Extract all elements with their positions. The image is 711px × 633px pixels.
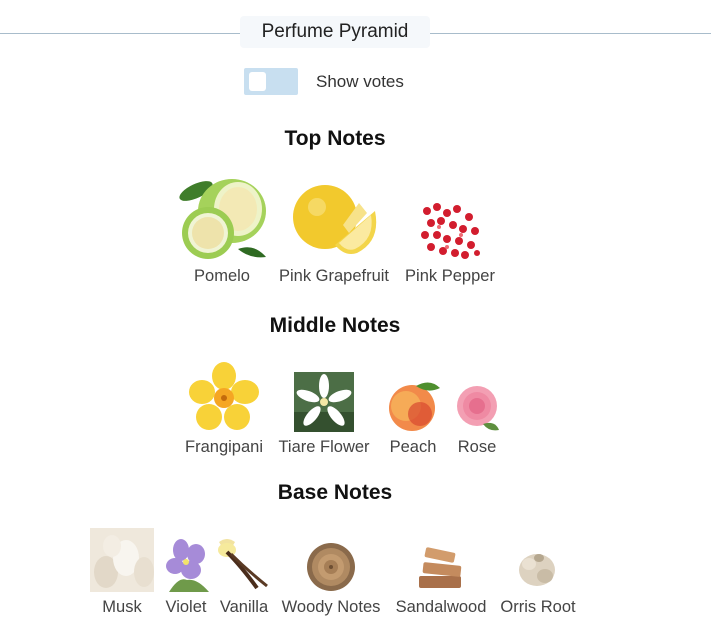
show-votes-label: Show votes	[316, 71, 404, 91]
top-notes-title: Top Notes	[284, 127, 386, 150]
note-label: Sandalwood	[395, 598, 487, 616]
peach-icon	[386, 360, 440, 432]
note-label: Orris Root	[500, 598, 576, 616]
tiare-flower-icon	[294, 360, 354, 432]
note-label: Rose	[457, 438, 497, 456]
note-label: Musk	[102, 598, 142, 616]
pyramid-header: Perfume Pyramid	[0, 0, 711, 60]
note-label: Peach	[389, 438, 437, 456]
show-votes-control[interactable]: Show votes	[244, 68, 404, 95]
note-label: Woody Notes	[281, 598, 381, 616]
middle-notes-row: Frangipani Tiare Flower	[177, 360, 505, 457]
wood-icon	[306, 526, 356, 592]
base-notes-title: Base Notes	[277, 481, 393, 504]
toggle-knob[interactable]	[249, 72, 266, 91]
note-vanilla[interactable]: Vanilla	[217, 526, 271, 617]
middle-notes-title: Middle Notes	[269, 314, 401, 337]
page-title: Perfume Pyramid	[240, 16, 430, 48]
note-pink-grapefruit[interactable]: Pink Grapefruit	[274, 178, 394, 286]
pink-pepper-icon	[417, 178, 483, 261]
note-pomelo[interactable]: Pomelo	[176, 178, 268, 286]
note-tiare-flower[interactable]: Tiare Flower	[274, 360, 374, 457]
note-frangipani[interactable]: Frangipani	[180, 360, 268, 457]
note-sandalwood[interactable]: Sandalwood	[391, 526, 491, 617]
note-label: Pink Grapefruit	[278, 267, 390, 285]
vanilla-icon	[217, 526, 271, 592]
note-label: Tiare Flower	[278, 438, 370, 456]
violet-icon	[161, 526, 211, 592]
note-label: Pink Pepper	[405, 267, 495, 285]
note-rose[interactable]: Rose	[452, 360, 502, 457]
note-peach[interactable]: Peach	[380, 360, 446, 457]
note-label: Vanilla	[219, 598, 269, 616]
note-pink-pepper[interactable]: Pink Pepper	[400, 178, 500, 286]
note-label: Frangipani	[185, 438, 263, 456]
grapefruit-icon	[291, 178, 377, 261]
show-votes-toggle[interactable]	[244, 68, 298, 95]
note-violet[interactable]: Violet	[161, 526, 211, 617]
musk-icon	[90, 526, 154, 592]
rose-icon	[453, 360, 501, 432]
note-woody-notes[interactable]: Woody Notes	[277, 526, 385, 617]
orris-root-icon	[515, 526, 561, 592]
note-label: Pomelo	[194, 267, 250, 285]
pomelo-icon	[176, 178, 268, 261]
note-label: Violet	[165, 598, 207, 616]
sandalwood-icon	[417, 526, 465, 592]
frangipani-icon	[189, 360, 259, 432]
base-notes-row: Musk Violet Vani	[86, 526, 582, 617]
note-musk[interactable]: Musk	[89, 526, 155, 617]
top-notes-row: Pomelo Pink Grapefruit	[173, 178, 503, 286]
note-orris-root[interactable]: Orris Root	[497, 526, 579, 617]
